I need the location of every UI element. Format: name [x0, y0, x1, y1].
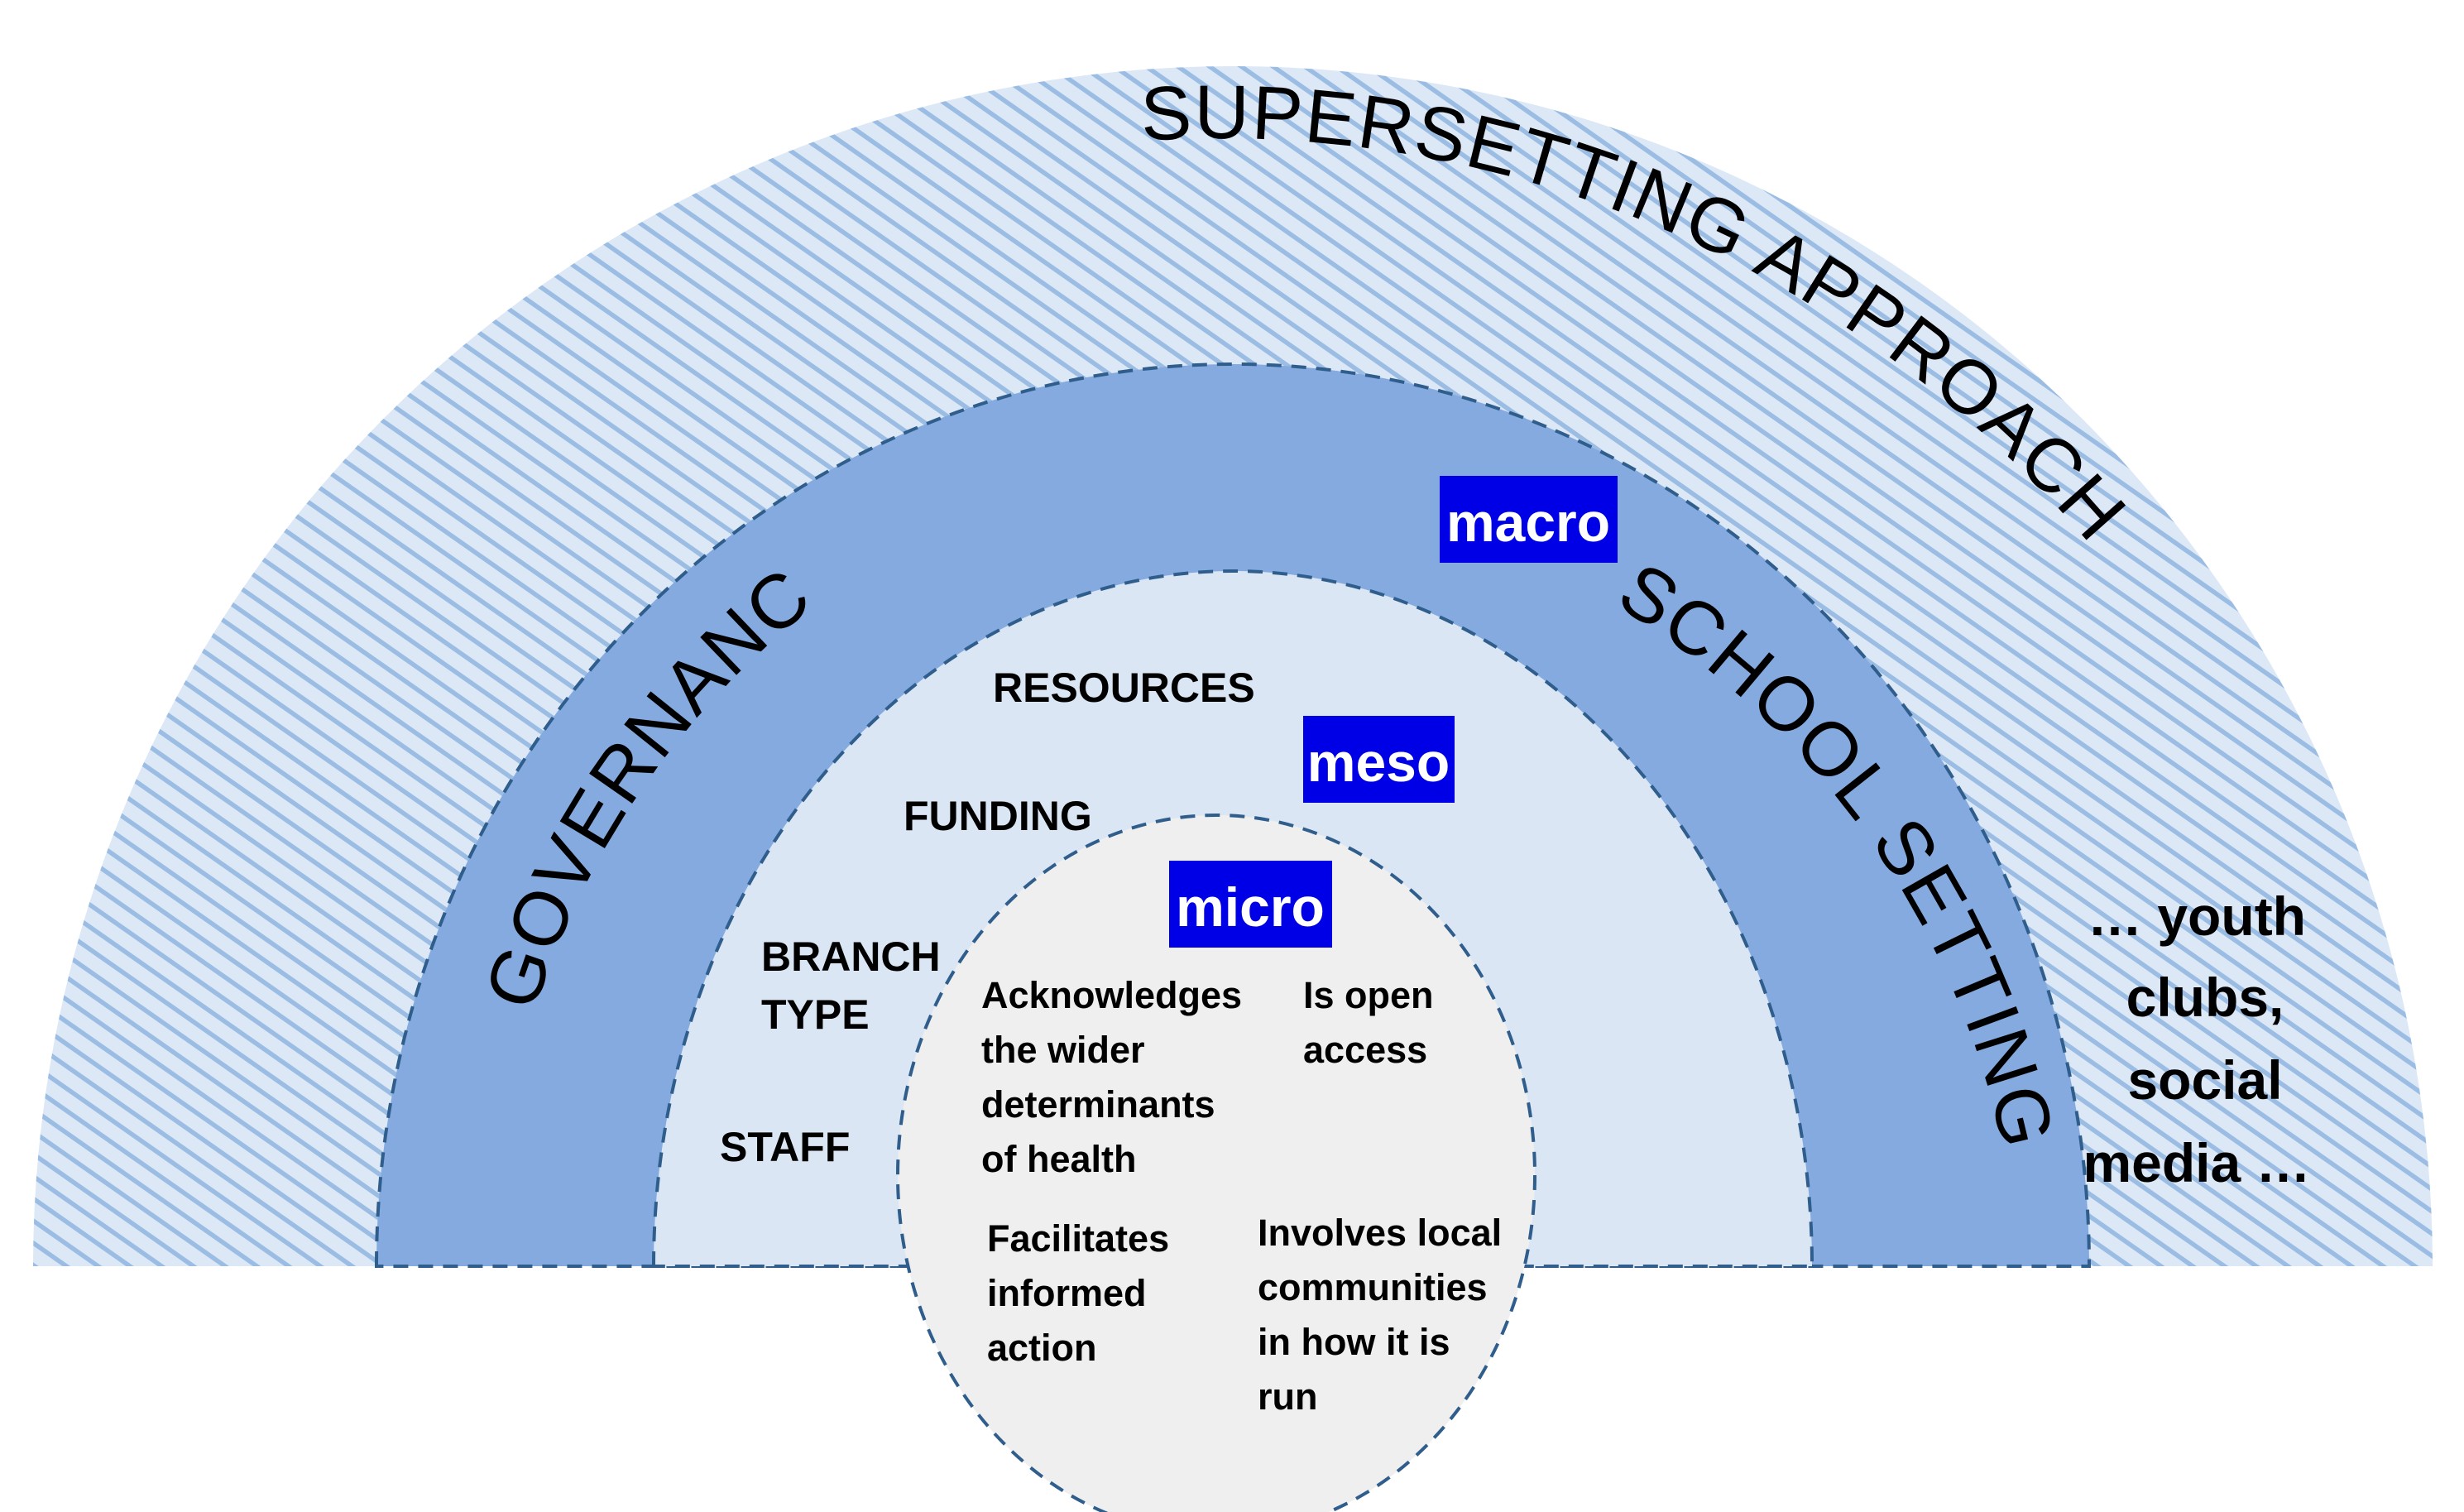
- micro-badge: micro: [1169, 861, 1332, 948]
- meso-item-resources: RESOURCES: [993, 665, 1255, 711]
- svg-text:run: run: [1258, 1375, 1318, 1418]
- micro-item-open-access: Is open access: [1303, 974, 1434, 1071]
- svg-text:social: social: [2127, 1049, 2282, 1111]
- meso-item-branch: BRANCH: [761, 934, 941, 980]
- svg-text:Is open: Is open: [1303, 974, 1434, 1016]
- micro-item-involves: Involves local communities in how it is …: [1258, 1212, 1502, 1418]
- micro-item-facilitates: Facilitates informed action: [987, 1217, 1169, 1369]
- macro-badge: macro: [1440, 476, 1618, 563]
- svg-text:of health: of health: [981, 1138, 1137, 1180]
- meso-item-funding: FUNDING: [904, 793, 1092, 839]
- svg-text:action: action: [987, 1327, 1097, 1369]
- svg-text:the wider: the wider: [981, 1029, 1145, 1071]
- svg-text:clubs,: clubs,: [2126, 967, 2284, 1028]
- micro-item-acknowledges: Acknowledges the wider determinants of h…: [981, 974, 1242, 1180]
- macro-badge-label: macro: [1446, 492, 1610, 553]
- svg-text:informed: informed: [987, 1272, 1147, 1314]
- meso-badge: meso: [1303, 716, 1455, 803]
- svg-text:… youth: … youth: [2088, 886, 2306, 947]
- svg-text:in how it is: in how it is: [1258, 1321, 1450, 1363]
- svg-text:determinants: determinants: [981, 1083, 1215, 1126]
- other-settings-text: … youth clubs, social media …: [2083, 886, 2310, 1193]
- meso-badge-label: meso: [1307, 732, 1450, 793]
- svg-text:Acknowledges: Acknowledges: [981, 974, 1242, 1016]
- svg-text:media …: media …: [2083, 1132, 2310, 1193]
- meso-item-staff: STAFF: [720, 1124, 850, 1170]
- micro-badge-label: micro: [1176, 876, 1325, 938]
- svg-text:communities: communities: [1258, 1266, 1488, 1308]
- svg-text:access: access: [1303, 1029, 1427, 1071]
- meso-item-type: TYPE: [761, 991, 870, 1038]
- micro-center: [896, 814, 1536, 1512]
- svg-text:Involves local: Involves local: [1258, 1212, 1502, 1254]
- svg-text:Facilitates: Facilitates: [987, 1217, 1169, 1260]
